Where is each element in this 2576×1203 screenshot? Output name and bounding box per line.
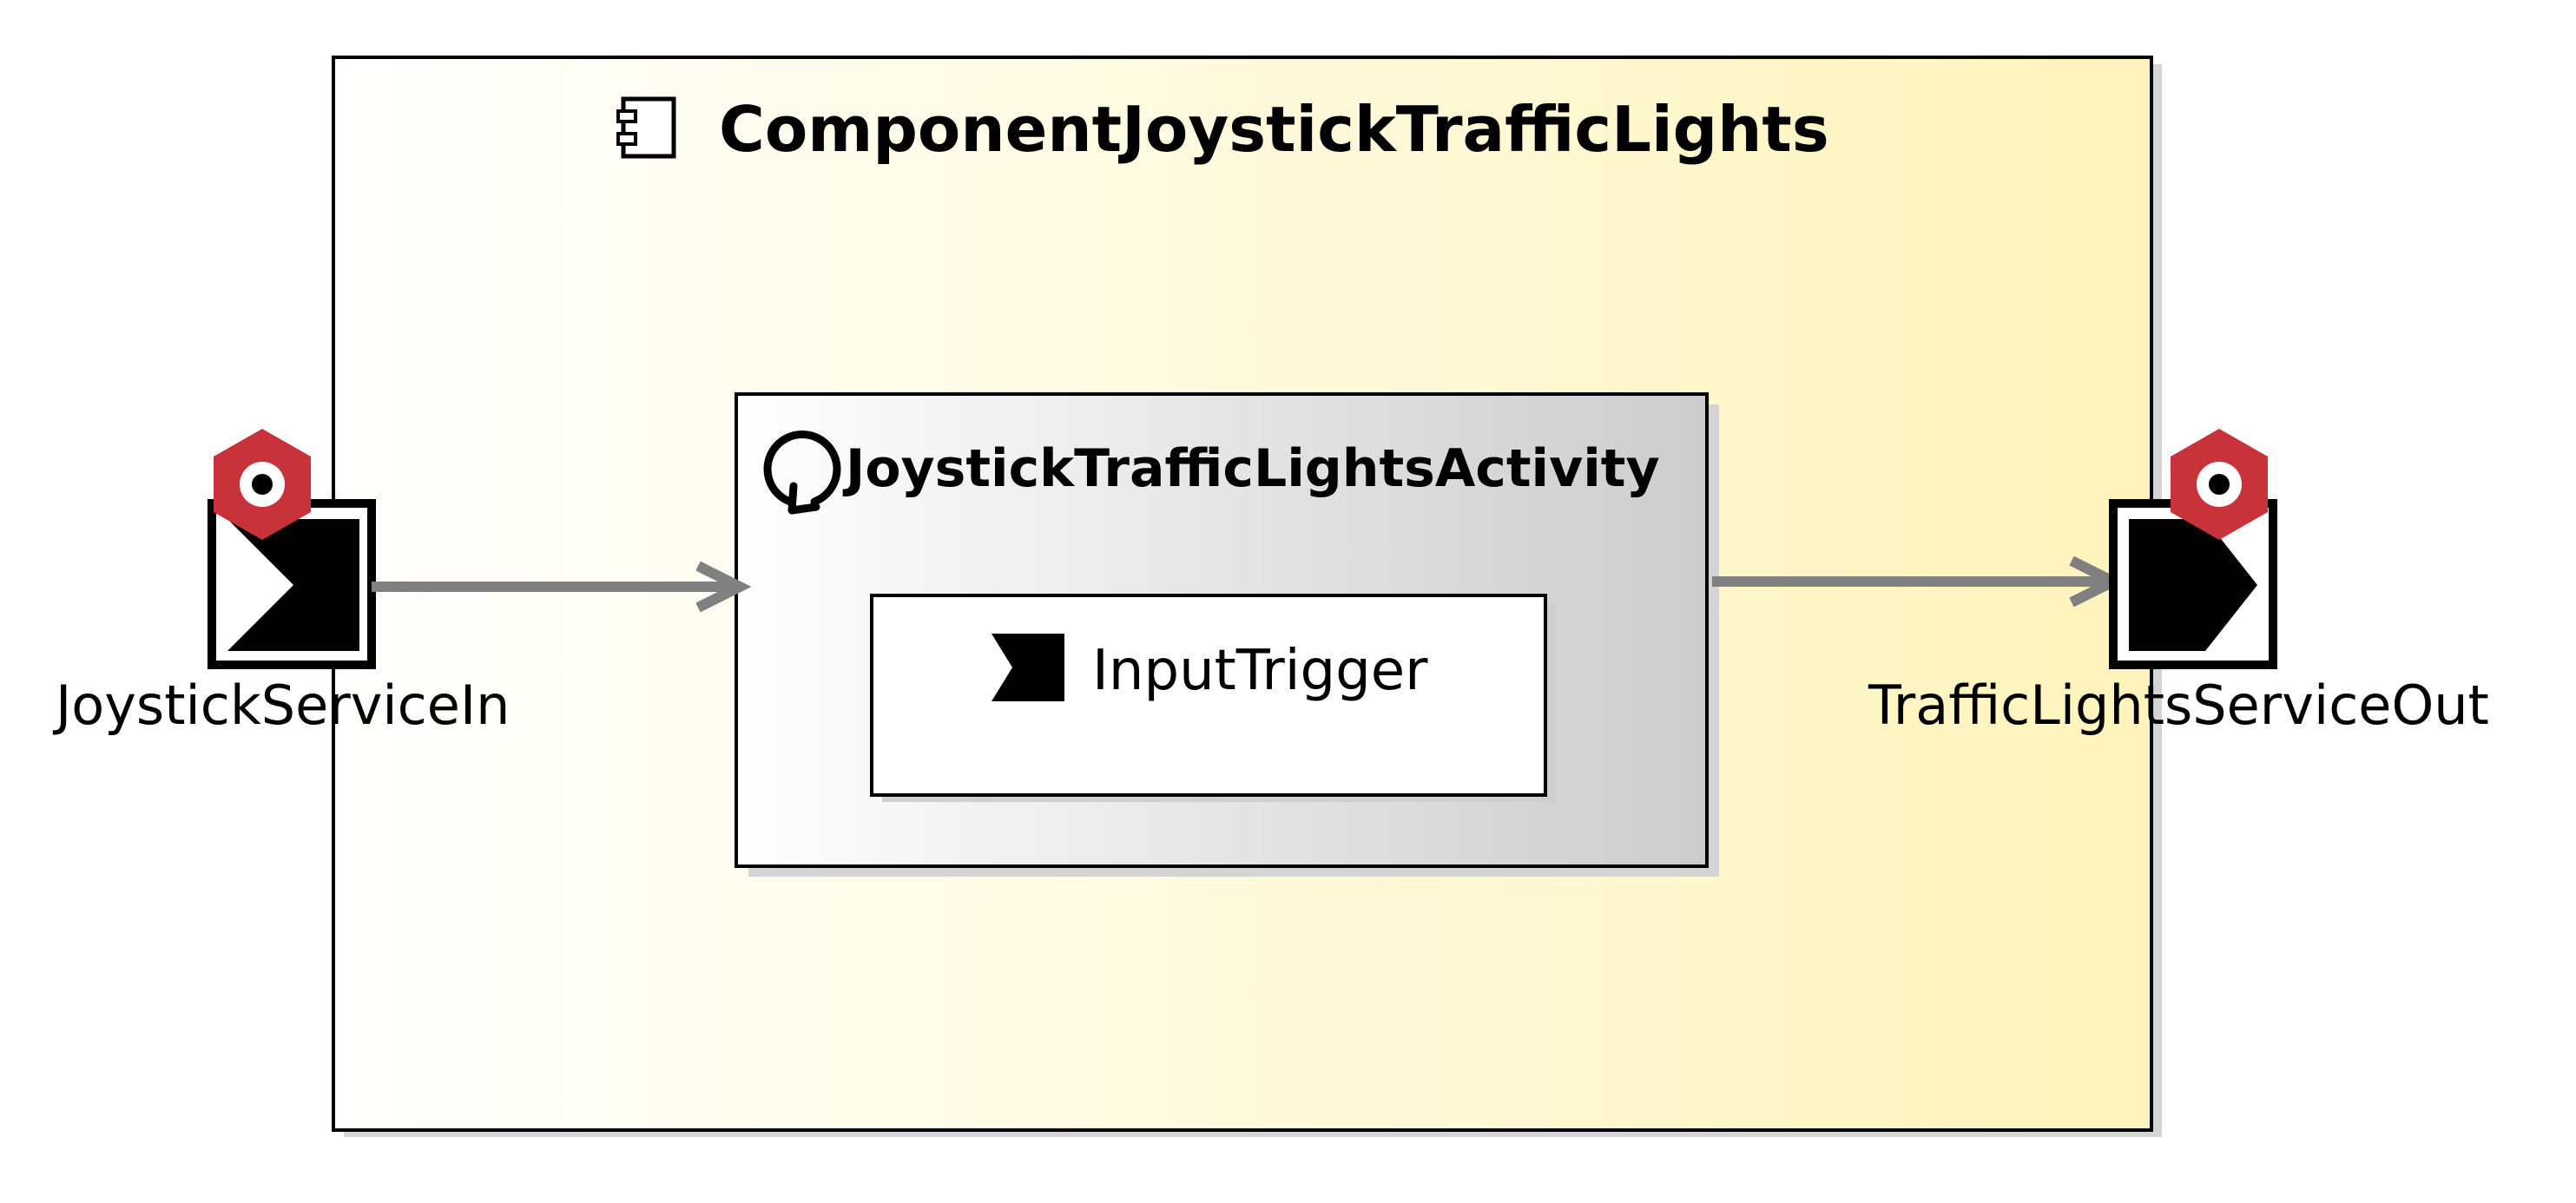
input-trigger-box[interactable]: [870, 594, 1556, 802]
service-badge-icon: [2171, 429, 2268, 540]
input-trigger-label: InputTrigger: [1092, 639, 1428, 703]
activity-title: JoystickTrafficLightsActivity: [842, 438, 1660, 499]
arrow-head-icon: [695, 561, 752, 613]
activity-cycle-icon: [763, 431, 841, 515]
output-port-icon: [2129, 519, 2257, 651]
input-port-icon: [227, 519, 359, 651]
component-icon: [616, 96, 676, 159]
input-port[interactable]: [208, 499, 376, 669]
service-badge-icon: [214, 429, 311, 540]
connector-input-to-activity[interactable]: [372, 561, 752, 613]
input-port-label: JoystickServiceIn: [52, 674, 510, 737]
trigger-frame: [870, 594, 1547, 797]
output-port-label: TrafficLightsServiceOut: [1868, 674, 2489, 737]
input-trigger-icon: [992, 634, 1064, 701]
output-port[interactable]: [2109, 499, 2277, 669]
component-title: ComponentJoystickTrafficLights: [719, 93, 1829, 166]
